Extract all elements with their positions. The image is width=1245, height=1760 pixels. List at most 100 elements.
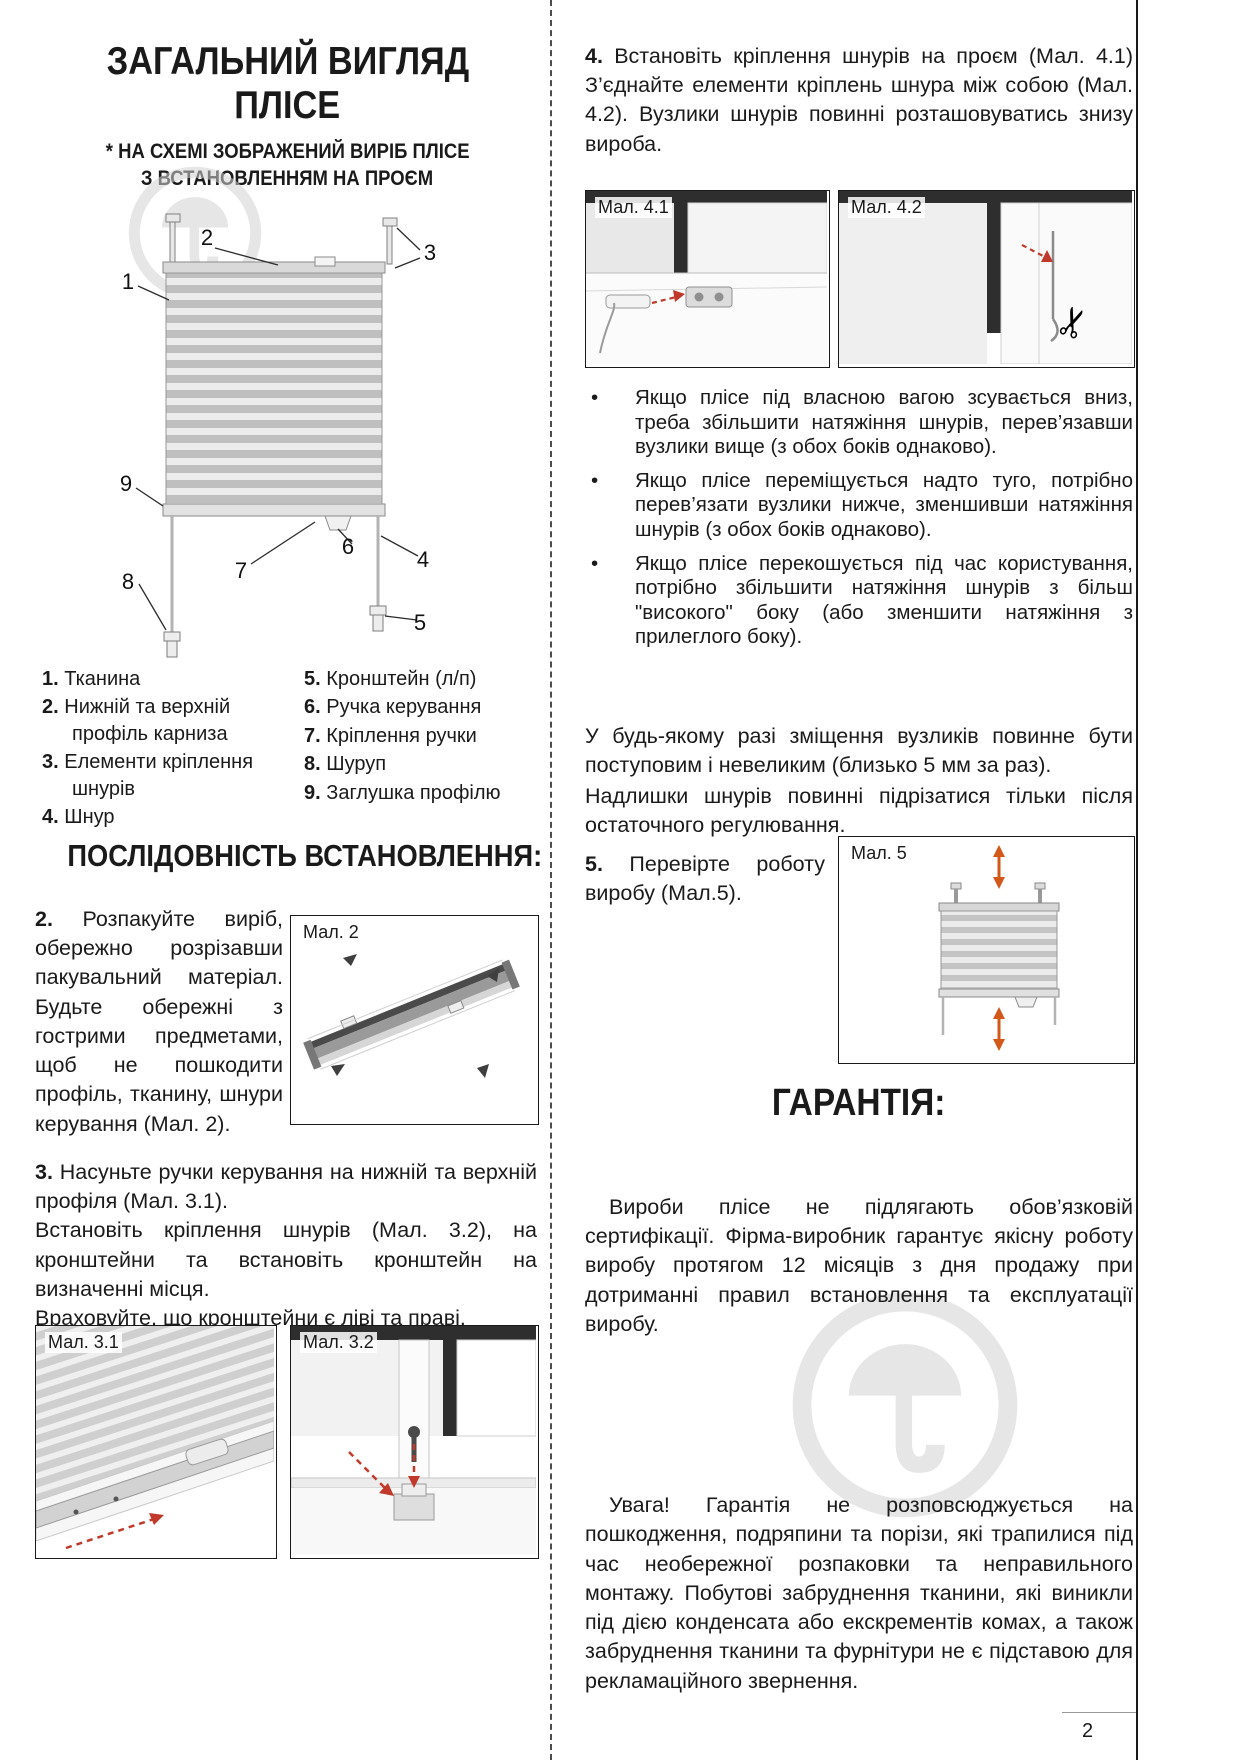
bullet-item: • Якщо плісе перекошується під час корис… xyxy=(585,552,1133,650)
handle-install-drawing xyxy=(36,1326,275,1550)
legend: 1. Тканина 2. Нижній та верхній профіль … xyxy=(42,666,535,832)
top-hooks xyxy=(950,882,1046,903)
step-3-number: 3. xyxy=(35,1160,53,1184)
legend-item-number: 3. xyxy=(42,751,59,774)
figure-4-2: Мал. 4.2 ✂ xyxy=(838,190,1135,368)
top-profile xyxy=(938,902,1060,912)
page-title-line1: ЗАГАЛЬНИЙ ВИГЛЯД xyxy=(106,40,469,83)
bottom-profile xyxy=(162,503,386,517)
legend-item: 7. Кріплення ручки xyxy=(304,723,535,749)
cord-trim-drawing: ✂ xyxy=(839,191,1133,365)
legend-item-label: Кронштейн (л/п) xyxy=(326,668,477,690)
product-diagram: 1 2 3 9 7 6 4 8 5 xyxy=(35,188,535,666)
top-brackets xyxy=(165,213,398,265)
legend-item-number: 7. xyxy=(304,724,321,747)
bullet-item: • Якщо плісе переміщується надто туго, п… xyxy=(585,469,1133,543)
legend-item: 1. Тканина xyxy=(42,666,304,692)
column-divider xyxy=(550,0,552,1760)
bracket xyxy=(685,286,733,308)
bullet-marker: • xyxy=(591,386,599,409)
callout-1: 1 xyxy=(122,269,134,294)
legend-item-label: Нижній та верхній профіль карниза xyxy=(64,696,231,745)
figure-4-1-label: Мал. 4.1 xyxy=(595,197,672,218)
bracket-screw-drawing xyxy=(291,1326,537,1555)
bullet-item: • Якщо плісе під власною вагою зсуваєтьс… xyxy=(585,386,1133,460)
legend-item-label: Тканина xyxy=(64,668,141,690)
adjustment-bullet-list: • Якщо плісе під власною вагою зсуваєтьс… xyxy=(585,386,1133,659)
step-5-paragraph: 5. Перевірте роботу виробу (Мал.5). xyxy=(585,850,825,908)
legend-item-number: 5. xyxy=(304,668,321,690)
footer-rule xyxy=(1062,1712,1136,1713)
figure-3-1-label: Мал. 3.1 xyxy=(45,1332,122,1353)
legend-item: 6. Ручка керування xyxy=(304,694,535,720)
legend-item-number: 4. xyxy=(42,805,59,828)
bullet-text: Якщо плісе під власною вагою зсувається … xyxy=(635,386,1133,459)
legend-item-label: Ручка керування xyxy=(326,696,482,719)
step-5-number: 5. xyxy=(585,852,603,876)
legend-item-number: 9. xyxy=(304,781,321,804)
cord-fastening xyxy=(599,294,651,354)
legend-column-1: 1. Тканина 2. Нижній та верхній профіль … xyxy=(42,666,304,832)
page-title-line2: ПЛІСЕ xyxy=(234,83,341,127)
orange-double-arrow xyxy=(993,845,1005,1051)
figure-3-2: Мал. 3.2 xyxy=(290,1325,539,1559)
legend-item-label: Шнур xyxy=(64,805,115,828)
section-header-warranty: ГАРАНТІЯ: xyxy=(772,1082,946,1124)
legend-item-label: Заглушка профілю xyxy=(326,781,501,804)
step-4-paragraph: 4. Встановіть кріплення шнурів на проєм … xyxy=(585,42,1133,159)
legend-item-label: Елементи кріплення шнурів xyxy=(64,751,254,800)
pleated-fabric xyxy=(940,910,1058,990)
callout-9: 9 xyxy=(120,471,132,496)
step-3-line2: Встановіть кріплення шнурів (Мал. 3.2), … xyxy=(35,1218,537,1301)
legend-item: 4. Шнур xyxy=(42,804,304,830)
legend-item-label: Шуруп xyxy=(326,753,387,776)
packed-blind-drawing xyxy=(303,954,520,1078)
folded-blind xyxy=(303,959,520,1070)
note-paragraph-1: У будь-якому разі зміщення вузликів пови… xyxy=(585,724,1133,778)
step-2-paragraph: 2. Розпакуйте виріб, обережно розрізавши… xyxy=(35,905,283,1139)
legend-item-number: 8. xyxy=(304,753,321,776)
step-2-text: Розпакуйте виріб, обережно розрізавши па… xyxy=(35,907,283,1136)
red-dashed-arrow xyxy=(1021,244,1053,262)
bullet-marker: • xyxy=(591,468,599,492)
legend-column-2: 5. Кронштейн (л/п) 6. Ручка керування 7.… xyxy=(304,666,535,832)
leader-lines xyxy=(135,227,421,631)
legend-item: 3. Елементи кріплення шнурів xyxy=(42,749,304,802)
bullet-text: Якщо плісе переміщується надто туго, пот… xyxy=(635,468,1133,541)
warranty-paragraph-1: Вироби плісе не підлягають обов’язковій … xyxy=(585,1195,1133,1336)
callout-2: 2 xyxy=(201,225,213,250)
cord-end-right xyxy=(369,605,387,632)
legend-item-label: Кріплення ручки xyxy=(326,724,477,747)
figure-5: Мал. 5 xyxy=(838,836,1135,1064)
bracket xyxy=(393,1483,435,1521)
callout-6: 6 xyxy=(342,534,354,559)
figure-3-2-label: Мал. 3.2 xyxy=(300,1332,377,1353)
figure-4-2-label: Мал. 4.2 xyxy=(848,197,925,218)
step-2-number: 2. xyxy=(35,907,53,931)
step-4-text: Встановіть кріплення шнурів на проєм (Ма… xyxy=(585,44,1133,156)
section-header-installation: ПОСЛІДОВНІСТЬ ВСТАНОВЛЕННЯ: xyxy=(67,838,543,873)
legend-item-number: 1. xyxy=(42,668,59,690)
legend-item: 9. Заглушка профілю xyxy=(304,780,535,806)
blind-diagram-drawing: 1 2 3 9 7 6 4 8 5 xyxy=(120,213,436,658)
step-3-paragraph: 3. Насуньте ручки керування на нижній та… xyxy=(35,1158,537,1333)
red-dashed-arrow xyxy=(348,1444,420,1496)
cord xyxy=(1050,231,1059,343)
figure-5-label: Мал. 5 xyxy=(848,843,910,864)
step-3-line1: Насуньте ручки керування на нижній та ве… xyxy=(35,1160,537,1214)
control-handle xyxy=(324,515,352,531)
handle xyxy=(1014,996,1038,1008)
figure-2: Мал. 2 xyxy=(290,915,539,1125)
warranty-paragraph-2: Увага! Гарантія не розповсюджується на п… xyxy=(585,1493,1133,1693)
fabric-texture xyxy=(36,1326,274,1501)
figure-3-1: Мал. 3.1 xyxy=(35,1325,277,1559)
callout-8: 8 xyxy=(122,569,134,594)
cord-end-left xyxy=(163,631,181,658)
note-paragraph-2: Надлишки шнурів повинні підрізатися тіль… xyxy=(585,784,1133,838)
page-edge-line xyxy=(1136,0,1138,1760)
red-dashed-arrow xyxy=(651,290,685,305)
unpack-arrows xyxy=(331,954,499,1078)
callout-4: 4 xyxy=(417,547,429,572)
page-title: ЗАГАЛЬНИЙ ВИГЛЯД ПЛІСЕ xyxy=(35,40,540,127)
